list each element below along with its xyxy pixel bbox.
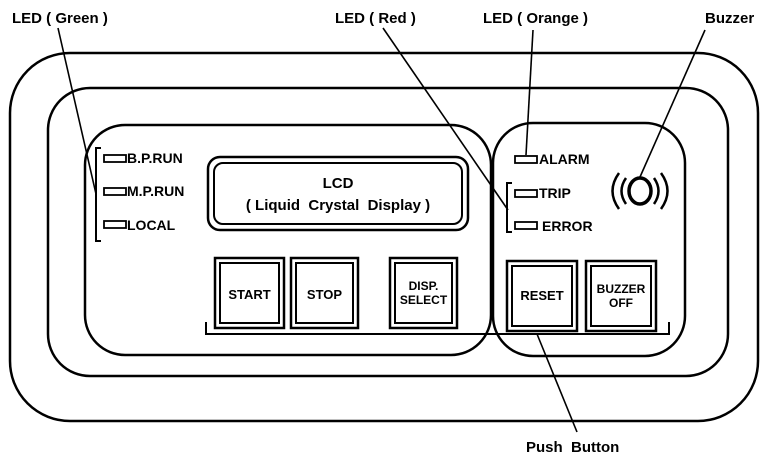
callout-lines bbox=[57, 27, 706, 433]
led-mp-run bbox=[103, 187, 127, 196]
start-button-label: START bbox=[228, 287, 270, 302]
led-local bbox=[103, 220, 127, 229]
led-bp-run bbox=[103, 154, 127, 163]
callout-buzzer: Buzzer bbox=[705, 10, 754, 27]
reset-button[interactable]: RESET bbox=[505, 259, 579, 333]
led-trip bbox=[514, 189, 538, 198]
lcd-outer bbox=[206, 155, 470, 232]
callout-line-buzzer bbox=[639, 29, 706, 178]
reset-button-label: RESET bbox=[520, 288, 563, 303]
label-mp-run: M.P.RUN bbox=[127, 183, 184, 199]
lcd-subtitle: ( Liquid Crystal Display ) bbox=[246, 197, 430, 214]
callout-led-orange: LED ( Orange ) bbox=[483, 10, 588, 27]
callout-push-button: Push Button bbox=[526, 439, 619, 456]
stop-button-label: STOP bbox=[307, 287, 342, 302]
label-local: LOCAL bbox=[127, 217, 176, 233]
label-error: ERROR bbox=[542, 218, 593, 234]
led-red-bracket bbox=[506, 182, 512, 233]
callout-line-led-red bbox=[382, 27, 509, 211]
start-button[interactable]: START bbox=[213, 256, 286, 330]
callout-line-push-button bbox=[536, 333, 578, 433]
buzzer-off-button[interactable]: BUZZER OFF bbox=[584, 259, 658, 333]
disp-select-button[interactable]: DISP. SELECT bbox=[388, 256, 459, 330]
disp-select-label-line2: SELECT bbox=[400, 293, 448, 307]
lcd-inner bbox=[213, 162, 463, 225]
buzzer-off-label-line2: OFF bbox=[609, 296, 633, 310]
label-alarm: ALARM bbox=[539, 151, 590, 167]
push-button-bracket bbox=[205, 322, 670, 335]
label-bp-run: B.P.RUN bbox=[127, 150, 183, 166]
inner-bezel bbox=[46, 86, 730, 378]
buzzer-icon bbox=[611, 172, 669, 210]
label-trip: TRIP bbox=[539, 185, 571, 201]
buzzer-off-label-line1: BUZZER bbox=[597, 282, 646, 296]
right-module bbox=[491, 121, 687, 358]
left-module bbox=[83, 123, 493, 357]
led-alarm bbox=[514, 155, 538, 164]
lcd-title: LCD bbox=[323, 175, 354, 192]
callout-led-green: LED ( Green ) bbox=[12, 10, 108, 27]
callout-line-led-green bbox=[57, 27, 97, 195]
outer-enclosure bbox=[8, 51, 760, 423]
led-error bbox=[514, 221, 538, 230]
callout-led-red: LED ( Red ) bbox=[335, 10, 416, 27]
callout-line-led-orange bbox=[525, 29, 534, 156]
disp-select-label-line1: DISP. bbox=[409, 279, 439, 293]
led-green-bracket bbox=[95, 147, 101, 242]
stop-button[interactable]: STOP bbox=[289, 256, 360, 330]
